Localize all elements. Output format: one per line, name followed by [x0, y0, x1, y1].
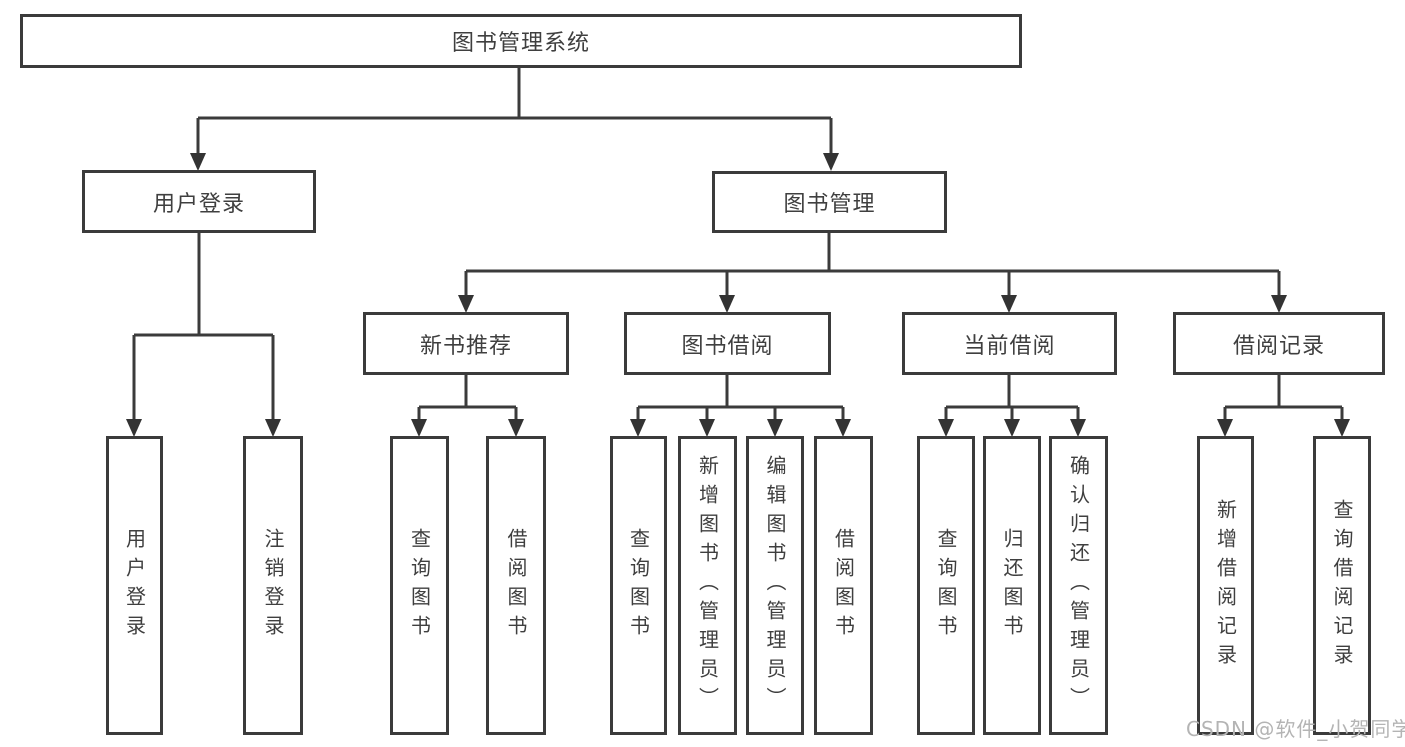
leaf-add-borrow-record: 新增借阅记录 [1197, 436, 1254, 735]
connector-new-books-children [411, 375, 524, 437]
connector-root-to-level2 [190, 67, 839, 171]
leaf-query-books-2: 查询图书 [610, 436, 667, 735]
leaf-query-books-3: 查询图书 [917, 436, 975, 735]
connector-book-borrow-children [630, 375, 851, 437]
node-book-management: 图书管理 [712, 171, 947, 233]
leaf-edit-books-admin: 编辑图书（管理员） [746, 436, 804, 735]
leaf-query-books-3-label: 查询图书 [934, 527, 958, 644]
node-new-book-recommend: 新书推荐 [363, 312, 569, 375]
leaf-user-login: 用户登录 [106, 436, 163, 735]
node-root-label: 图书管理系统 [451, 31, 590, 56]
connector-book-mgmt-to-level3 [458, 233, 1287, 313]
leaf-borrow-books-2-label: 借阅图书 [831, 527, 856, 644]
arrow-down-icon [1070, 419, 1086, 437]
arrow-down-icon [719, 295, 735, 313]
leaf-query-borrow-record: 查询借阅记录 [1313, 436, 1371, 735]
arrow-down-icon [265, 419, 281, 437]
leaf-borrow-books-2: 借阅图书 [814, 436, 873, 735]
leaf-return-books: 归还图书 [983, 436, 1041, 735]
csdn-watermark: CSDN @软件_小贺同学 [1186, 717, 1405, 741]
leaf-query-books-1-label: 查询图书 [407, 527, 432, 644]
arrow-down-icon [1217, 419, 1233, 437]
node-book-borrowing-label: 图书借阅 [681, 333, 774, 359]
leaf-logout: 注销登录 [243, 436, 303, 735]
leaf-borrow-books-1: 借阅图书 [486, 436, 546, 735]
arrow-down-icon [1334, 419, 1350, 437]
arrow-down-icon [1271, 295, 1287, 313]
leaf-add-borrow-record-label: 新增借阅记录 [1213, 498, 1238, 673]
node-borrowing-records: 借阅记录 [1173, 312, 1385, 375]
connector-user-login-children [126, 233, 281, 437]
arrow-down-icon [1004, 419, 1020, 437]
node-current-borrowing-label: 当前借阅 [963, 333, 1056, 359]
arrow-down-icon [411, 419, 427, 437]
leaf-add-books-admin: 新增图书（管理员） [678, 436, 737, 735]
arrow-down-icon [458, 295, 474, 313]
node-root: 图书管理系统 [20, 14, 1022, 68]
arrow-down-icon [699, 419, 715, 437]
leaf-return-books-label: 归还图书 [1000, 527, 1024, 644]
leaf-confirm-return-admin: 确认归还（管理员） [1049, 436, 1108, 735]
node-user-login-label: 用户登录 [152, 191, 245, 217]
arrow-down-icon [630, 419, 646, 437]
leaf-edit-books-admin-label: 编辑图书（管理员） [763, 455, 787, 716]
leaf-logout-label: 注销登录 [261, 527, 285, 644]
arrow-down-icon [190, 153, 206, 171]
arrow-down-icon [835, 419, 851, 437]
leaf-user-login-label: 用户登录 [122, 527, 147, 644]
leaf-confirm-return-admin-label: 确认归还（管理员） [1066, 455, 1091, 716]
leaf-query-books-2-label: 查询图书 [626, 527, 651, 644]
arrow-down-icon [126, 419, 142, 437]
arrow-down-icon [823, 153, 839, 171]
leaf-query-borrow-record-label: 查询借阅记录 [1330, 498, 1354, 673]
node-new-book-recommend-label: 新书推荐 [419, 333, 512, 359]
leaf-borrow-books-1-label: 借阅图书 [504, 527, 528, 644]
connector-borrow-records-children [1217, 375, 1350, 437]
leaf-query-books-1: 查询图书 [390, 436, 449, 735]
node-current-borrowing: 当前借阅 [902, 312, 1117, 375]
node-book-management-label: 图书管理 [783, 192, 876, 217]
arrow-down-icon [508, 419, 524, 437]
connector-current-borrow-children [938, 375, 1086, 437]
leaf-add-books-admin-label: 新增图书（管理员） [695, 455, 720, 716]
node-user-login: 用户登录 [82, 170, 316, 233]
arrow-down-icon [938, 419, 954, 437]
arrow-down-icon [1001, 295, 1017, 313]
node-book-borrowing: 图书借阅 [624, 312, 831, 375]
arrow-down-icon [767, 419, 783, 437]
node-borrowing-records-label: 借阅记录 [1232, 333, 1325, 359]
